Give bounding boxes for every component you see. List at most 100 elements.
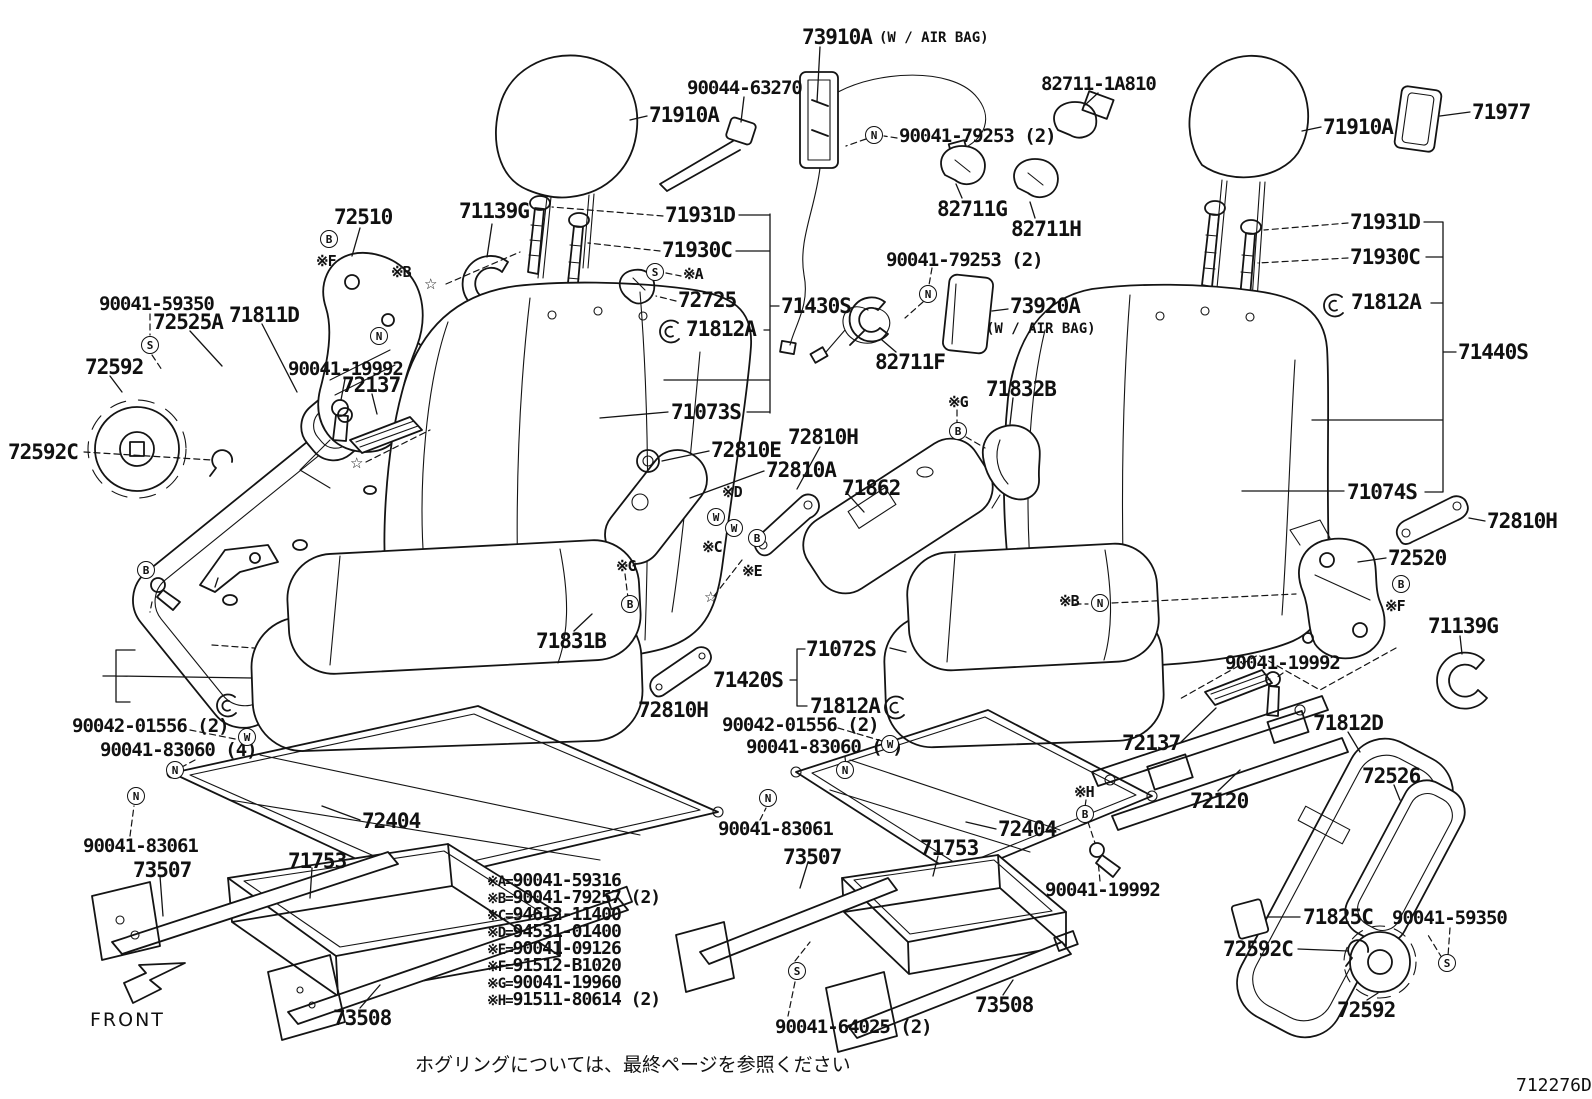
part-label-72137: 72137 [1122,731,1181,755]
part-label-71832b: 71832B [986,377,1057,401]
part-label-73920a: 73920A [1010,294,1081,318]
legend-key: ※C= [487,908,514,924]
legend-value: 90041-19960 [512,972,622,993]
part-label-73508: 73508 [975,993,1034,1017]
hook-72592c-drawings [210,450,1368,966]
fastener-symbol-s: S [646,263,664,281]
panel-71862-drawing [792,427,1004,605]
legend-value: 94531-01400 [512,921,622,942]
fastener-symbol-n: N [127,787,145,805]
legend-row: ※B=90041-79257 (2) [487,887,661,908]
cable-tie-90044-drawing [660,117,757,191]
part-label-90041792532: 90041-79253 (2) [886,249,1044,271]
part-label-71931d: 71931D [1350,210,1421,234]
fastener-symbol-b: B [320,230,338,248]
fastener-symbol-b: B [748,529,766,547]
rail-73507-right-drawing [676,878,897,992]
part-label-71910a: 71910A [649,103,720,127]
part-label-82711f: 82711F [875,350,946,374]
part-label-72404: 72404 [362,809,421,833]
airbag-note-right: (W / AIR BAG) [986,321,1096,337]
part-label-71074s: 71074S [1347,480,1418,504]
part-label-71139g: 71139G [1428,614,1499,638]
legend-value: 90041-59316 [512,870,622,891]
legend-value: 90041-09126 [512,938,622,959]
legend-row: ※G=90041-19960 [487,972,660,993]
part-label-71420s: 71420S [713,668,784,692]
fastener-symbol-b: B [137,561,155,579]
legend-row: ※H=91511-80614 (2) [487,989,661,1010]
fastener-symbol-b: B [949,422,967,440]
part-label-71930c: 71930C [662,238,733,262]
part-label-71753: 71753 [288,849,347,873]
part-label-73507: 73507 [783,845,842,869]
part-label-90042015562: 90042-01556 (2) [72,715,230,737]
part-label-73508: 73508 [333,1006,392,1030]
ref-mark: ※E [742,562,763,580]
part-label-72137: 72137 [342,373,401,397]
part-label-90042015562: 90042-01556 (2) [722,714,880,736]
part-label-72592: 72592 [85,355,144,379]
link-72810h-right-drawing [1397,496,1468,544]
legend-key: ※F= [487,959,514,975]
part-label-72592c: 72592C [1223,937,1294,961]
legend-row: ※F=91512-B1020 [487,955,660,976]
part-label-71862: 71862 [842,476,901,500]
legend-row: ※D=94531-01400 [487,921,660,942]
legend-key: ※D= [487,925,514,941]
part-label-72520: 72520 [1388,546,1447,570]
cushion-left-drawing [250,538,644,753]
airbag-note-left: (W / AIR BAG) [879,30,989,46]
part-label-72592c: 72592C [8,440,79,464]
frame-72404-right-drawing [791,710,1157,881]
pad-72137-left-drawing [350,417,422,453]
part-label-71139g: 71139G [459,199,530,223]
ref-mark: ※C [702,538,723,556]
fastener-symbol-b: B [1076,805,1094,823]
ref-mark: ※G [948,393,969,411]
part-label-72510: 72510 [334,205,393,229]
star-mark: ☆ [350,454,364,472]
part-label-82711h: 82711H [1011,217,1082,241]
tray-71753-left-drawing [228,844,560,996]
front-arrow [124,963,185,1003]
legend-value: 91511-80614 (2) [512,989,662,1010]
link-72810h-left-lower-drawing [650,647,711,696]
part-label-71910a: 71910A [1323,115,1394,139]
fastener-symbol-n: N [166,761,184,779]
cushion-right-drawing [883,542,1165,749]
part-label-73507: 73507 [133,858,192,882]
part-label-71430s: 71430S [781,294,852,318]
part-label-71812d: 71812D [1313,711,1384,735]
fastener-symbol-b: B [621,595,639,613]
part-label-72810h: 72810H [1487,509,1558,533]
part-label-71812a: 71812A [686,317,757,341]
part-label-72810a: 72810A [766,458,837,482]
fastener-symbol-b: B [1392,575,1410,593]
legend-key: ※G= [487,976,514,992]
pad-71977-drawing [1394,86,1442,153]
clip-71825c-drawing [1231,899,1269,940]
knob-72592-left-drawing [88,400,186,498]
clips-82711-drawing [850,91,1114,345]
part-label-9004119992: 90041-19992 [1045,879,1161,901]
part-label-71977: 71977 [1472,100,1531,124]
fastener-symbol-n: N [836,761,854,779]
part-label-71831b: 71831B [536,629,607,653]
part-label-71811d: 71811D [229,303,300,327]
part-label-82711g: 82711G [937,197,1008,221]
bracket-71832b-drawing [983,425,1040,508]
ref-mark: ※F [316,252,337,270]
part-label-71812a: 71812A [810,694,881,718]
legend-value: 90041-79257 (2) [512,887,662,908]
part-label-72526: 72526 [1362,764,1421,788]
part-label-71930c: 71930C [1350,245,1421,269]
substitution-legend: ※A=90041-59316※B=90041-79257 (2)※C=94612… [487,870,661,1010]
fastener-symbol-n: N [1091,594,1109,612]
cap-71139g-left-drawing [463,256,512,312]
part-label-9004183061: 90041-83061 [718,818,834,840]
part-label-9004183061: 90041-83061 [83,835,199,857]
legend-key: ※A= [487,874,514,890]
part-label-827111a810: 82711-1A810 [1041,73,1157,95]
